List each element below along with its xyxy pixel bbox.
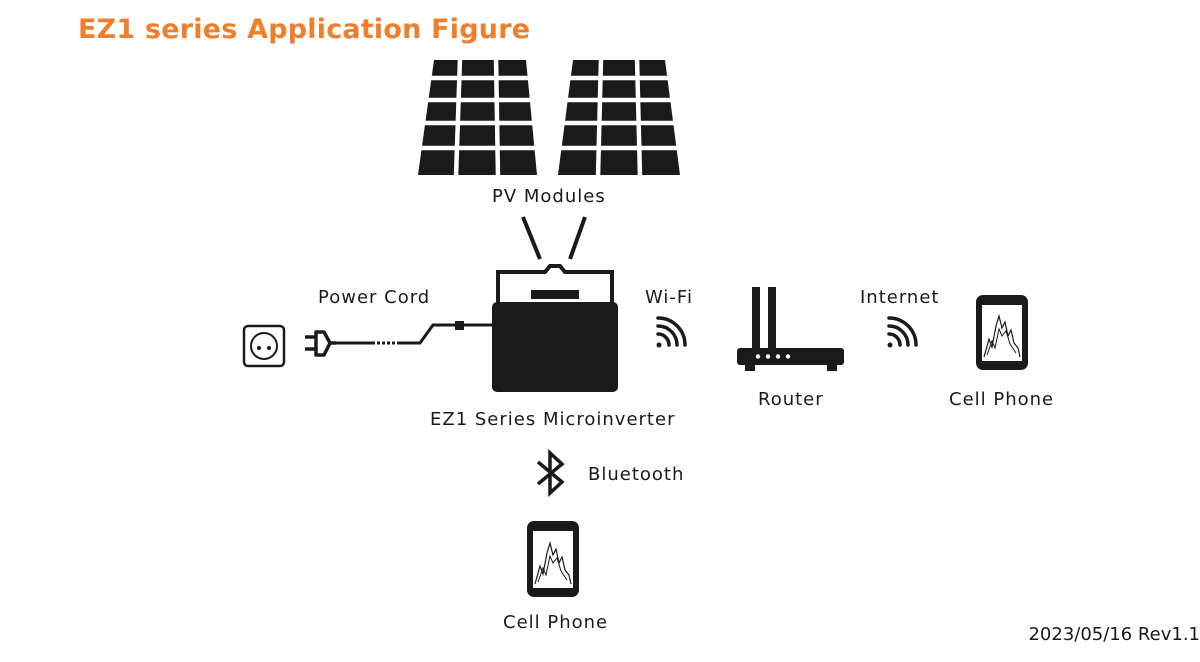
wifi-icon xyxy=(887,316,918,348)
revision-date: 2023/05/16 Rev1.1 xyxy=(1028,624,1200,645)
wall-socket-icon xyxy=(242,324,286,368)
router-label: Router xyxy=(758,389,824,410)
internet-label: Internet xyxy=(860,287,940,308)
cell-phone-label-right: Cell Phone xyxy=(949,389,1055,410)
pv-panel-grid-left xyxy=(420,57,536,178)
router-icon xyxy=(737,287,844,371)
power-cord xyxy=(335,321,492,345)
pv-panel-grid-right xyxy=(560,57,678,178)
power-cord-label: Power Cord xyxy=(318,287,431,308)
cell-phone-icon xyxy=(527,521,579,597)
microinverter-label: EZ1 Series Microinverter xyxy=(430,409,676,430)
bluetooth-icon xyxy=(536,449,565,497)
pv-modules-label: PV Modules xyxy=(492,186,606,207)
microinverter-icon xyxy=(492,264,618,392)
wifi-icon xyxy=(656,316,687,348)
cell-phone-icon xyxy=(976,295,1028,370)
bluetooth-label: Bluetooth xyxy=(588,464,685,485)
cell-phone-label-bottom: Cell Phone xyxy=(503,612,609,633)
wifi-label: Wi-Fi xyxy=(645,287,693,308)
page-title: EZ1 series Application Figure xyxy=(78,14,531,45)
dc-cables xyxy=(521,216,587,260)
plug-icon xyxy=(305,330,336,357)
